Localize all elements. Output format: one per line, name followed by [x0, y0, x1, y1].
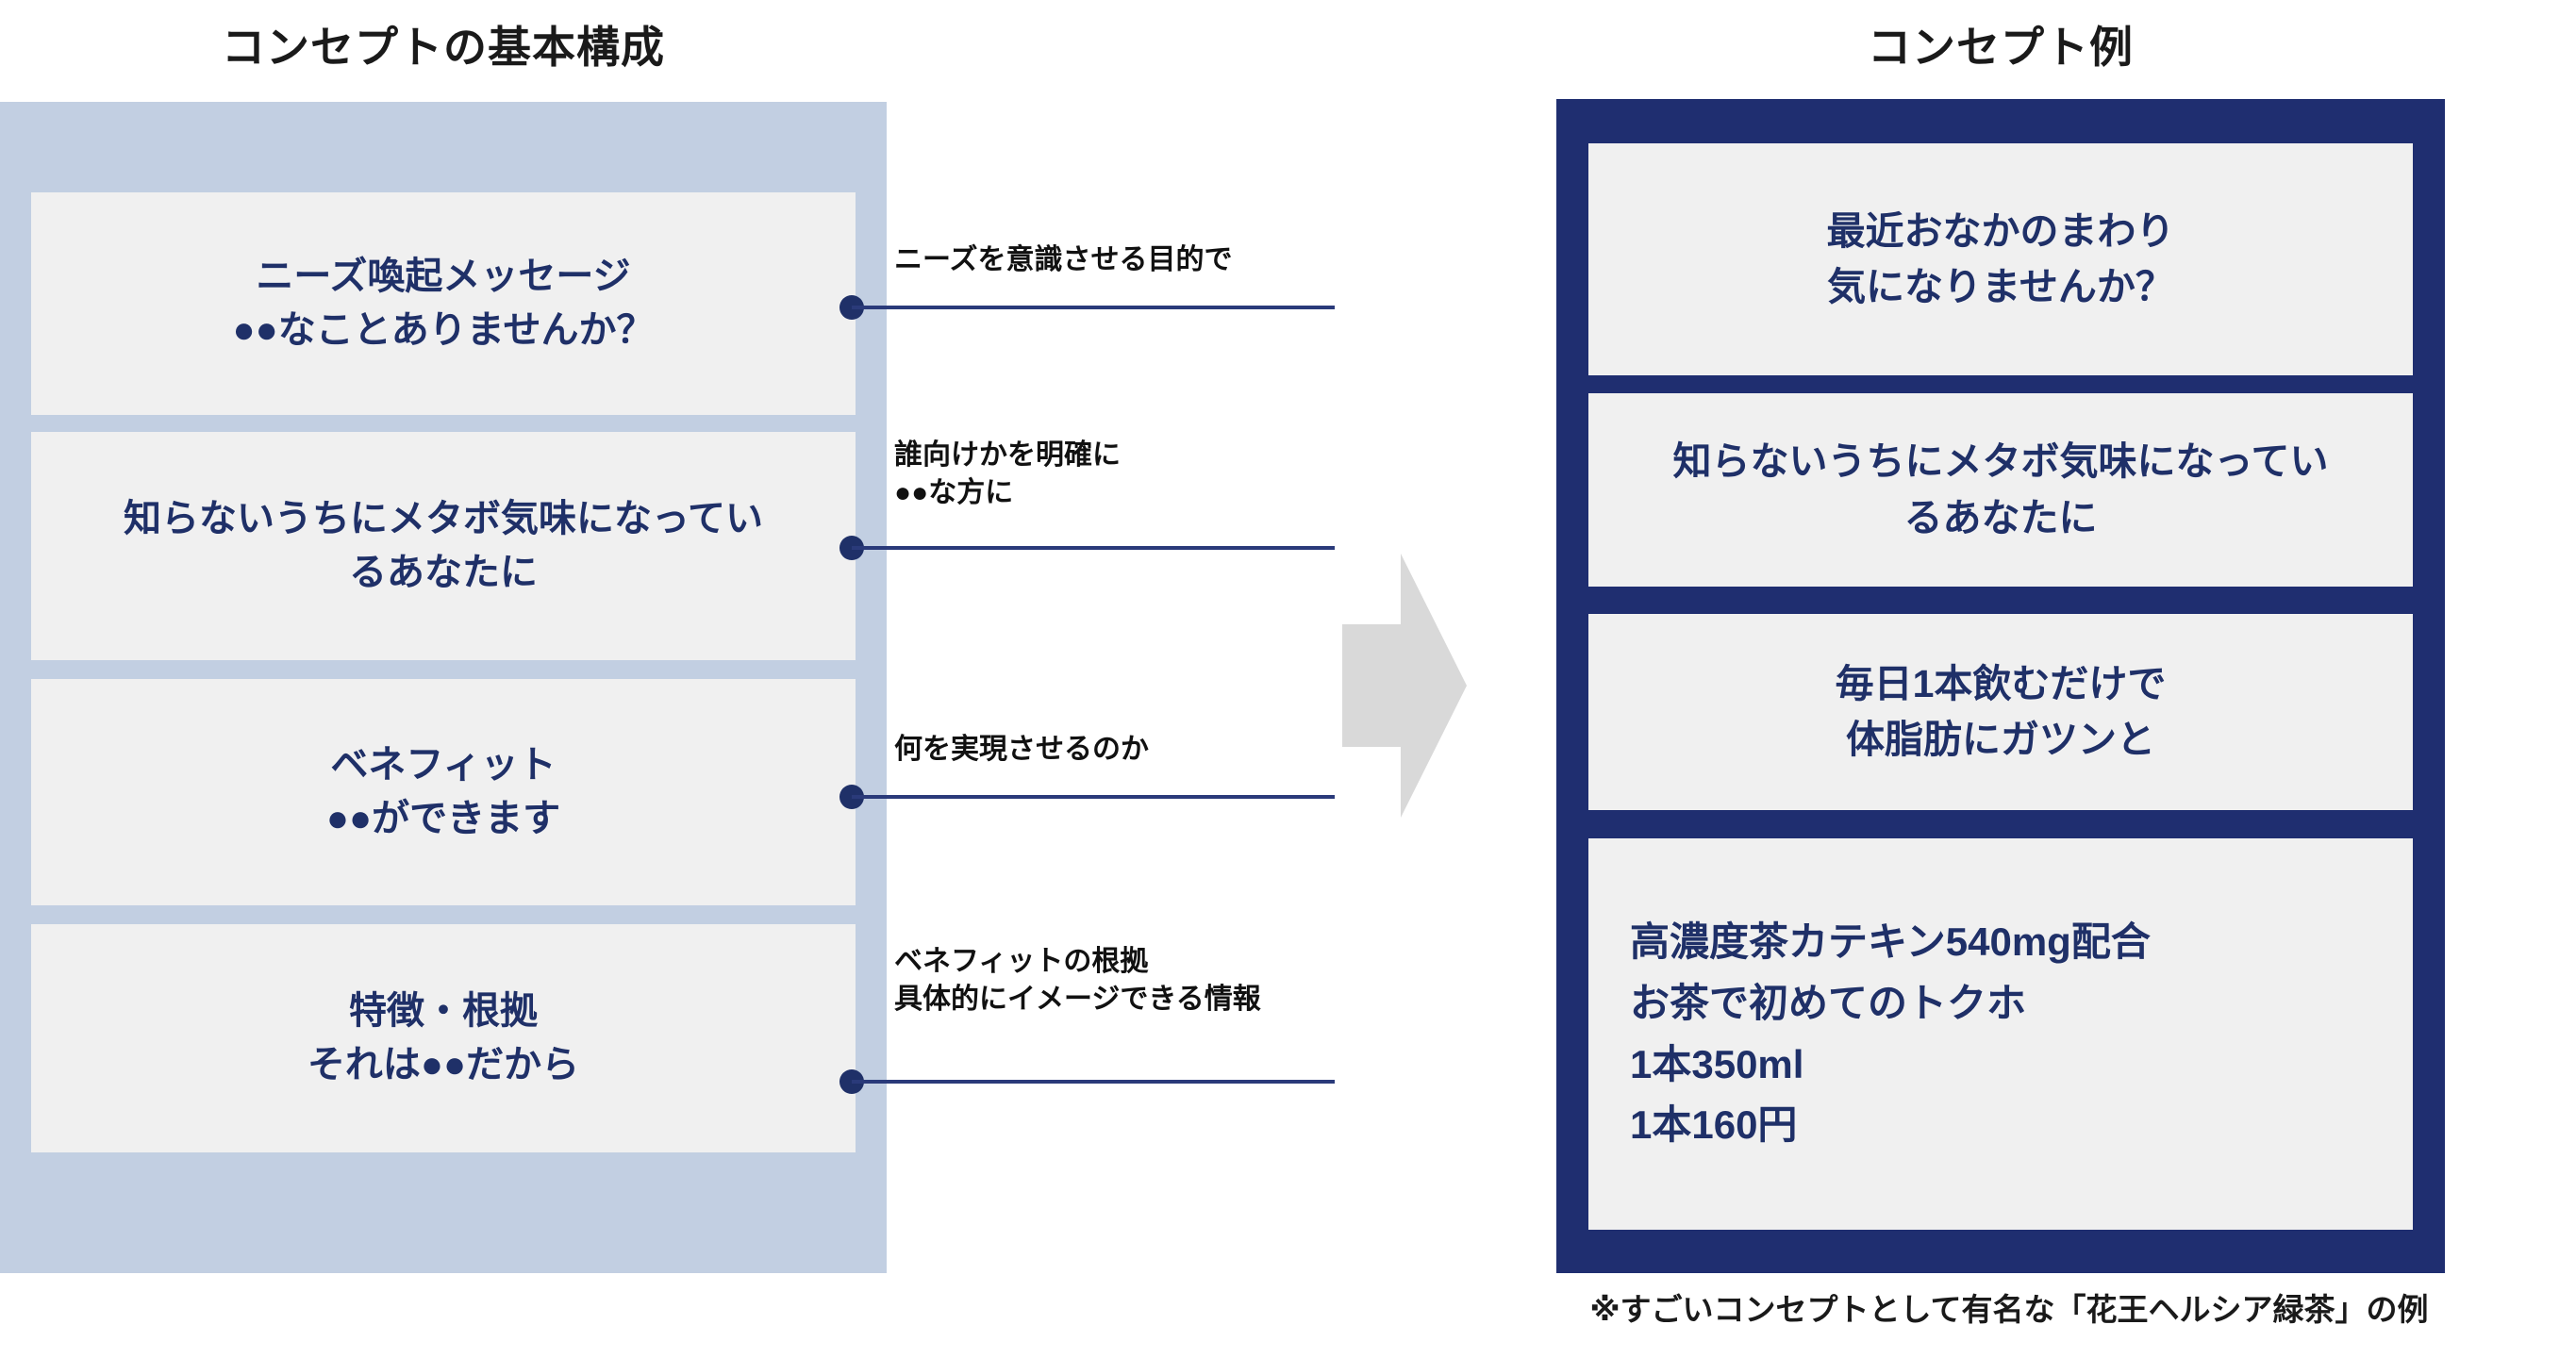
example-box-benefit: 毎日1本飲むだけで 体脂肪にガツンと [1588, 614, 2413, 810]
example-box-evidence: 高濃度茶カテキン540mg配合 お茶で初めてのトクホ 1本350ml 1本160… [1588, 838, 2413, 1230]
example-box-target: 知らないうちにメタボ気味になってい るあなたに [1588, 393, 2413, 587]
structure-box-needs-message: ニーズ喚起メッセージ ●●なことありませんか？ [31, 192, 856, 415]
right-panel-title: コンセプト例 [1868, 23, 2134, 72]
right-arrow-icon [1342, 554, 1467, 818]
example-box-needs-message: 最近おなかのまわり 気になりませんか？ [1588, 143, 2413, 375]
structure-box-evidence: 特徴・根拠 それは●●だから [31, 924, 856, 1152]
connector-line-3 [852, 795, 1335, 799]
left-panel-title: コンセプトの基本構成 [222, 23, 665, 72]
concept-structure-panel: ニーズ喚起メッセージ ●●なことありませんか？ 知らないうちにメタボ気味になって… [0, 102, 887, 1273]
connector-line-1 [852, 306, 1335, 309]
structure-box-benefit: ベネフィット ●●ができます [31, 679, 856, 905]
connector-label-target-clarity: 誰向けかを明確に ●●な方に [894, 439, 1121, 508]
footnote-text: ※すごいコンセプトとして有名な「花王ヘルシア緑茶」の例 [1589, 1292, 2429, 1327]
connector-line-4 [852, 1080, 1335, 1084]
connector-label-needs-purpose: ニーズを意識させる目的で [894, 244, 1233, 275]
connector-label-benefit-goal: 何を実現させるのか [894, 734, 1149, 765]
concept-example-panel: 最近おなかのまわり 気になりませんか？ 知らないうちにメタボ気味になってい るあ… [1556, 99, 2445, 1273]
connector-line-2 [852, 546, 1335, 550]
connector-label-evidence-basis: ベネフィットの根拠 具体的にイメージできる情報 [894, 946, 1261, 1015]
structure-box-target: 知らないうちにメタボ気味になってい るあなたに [31, 432, 856, 660]
